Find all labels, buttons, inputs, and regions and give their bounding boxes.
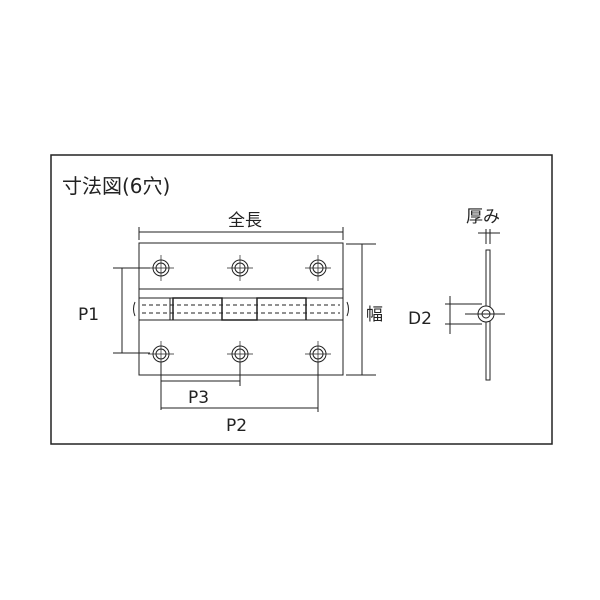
knuckle: [138, 297, 171, 321]
hinge-side-view: [445, 229, 505, 381]
screw-hole: [305, 255, 331, 281]
frame-border: [50, 154, 553, 445]
screw-hole: [227, 255, 253, 281]
overall-length-label: 全長: [228, 211, 262, 231]
hinge-front-view: [113, 227, 376, 412]
thickness-label: 厚み: [466, 207, 500, 227]
d2-label: D2: [408, 309, 432, 329]
p3-label: P3: [188, 388, 209, 408]
p1-label: P1: [78, 305, 99, 325]
screw-hole: [148, 255, 174, 281]
width-label: 幅: [366, 305, 383, 325]
diagram-title: 寸法図(6穴): [62, 174, 170, 198]
p2-label: P2: [226, 416, 247, 436]
